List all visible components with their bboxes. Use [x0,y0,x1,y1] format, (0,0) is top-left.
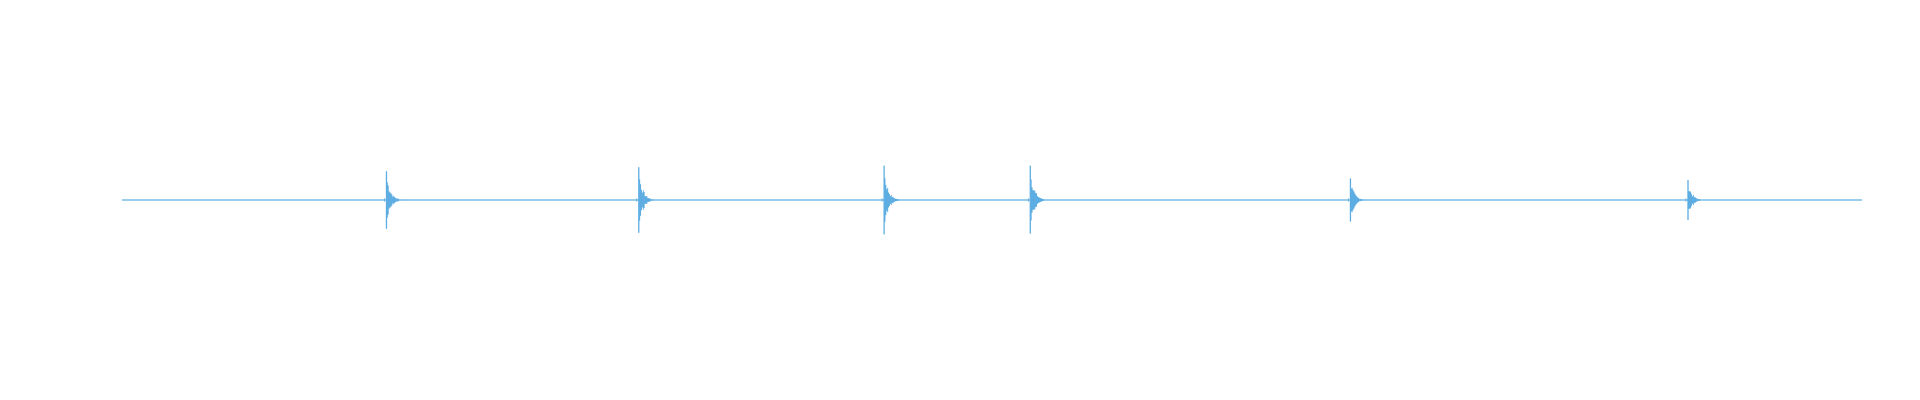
transient-decay [1688,191,1705,209]
transient-spike [1685,180,1705,220]
transient-decay [386,182,404,218]
transient-decay [639,179,656,221]
transient-layer [384,165,1705,235]
transient-spike [636,167,656,233]
transient-spike [881,165,901,235]
transient-spike [1348,178,1368,222]
transient-spike [1027,165,1047,234]
transient-decay [884,178,901,222]
transient-decay [1030,179,1047,221]
transient-spike [384,171,404,229]
transient-decay [1350,187,1368,213]
